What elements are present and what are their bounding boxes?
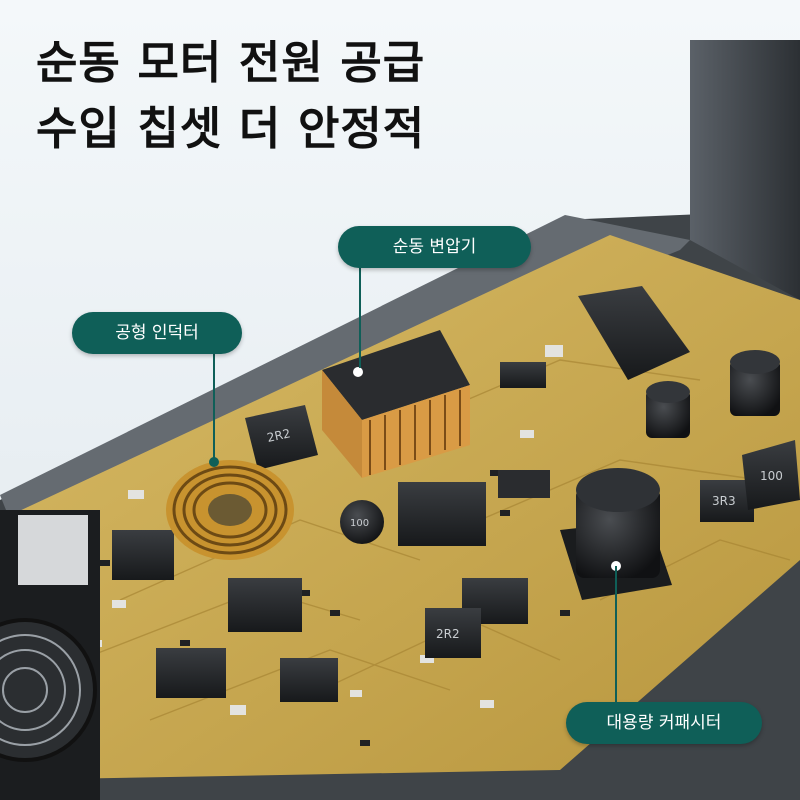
large-capacitor bbox=[560, 468, 672, 600]
marking-3r3: 3R3 bbox=[712, 494, 736, 508]
inductor-2r2-mid: 2R2 bbox=[425, 608, 481, 658]
copper-transformer bbox=[322, 330, 470, 478]
toroid-inductor bbox=[166, 457, 294, 560]
callout-copper-transformer: 순동 변압기 bbox=[338, 226, 531, 268]
headline-line-2: 수입 칩셋 더 안정적 bbox=[36, 102, 426, 155]
marking-100-right: 100 bbox=[760, 469, 783, 483]
marking-2r2-left: 2R2 bbox=[266, 426, 292, 445]
headline: 순동 모터 전원 공급 수입 칩셋 더 안정적 bbox=[36, 30, 425, 162]
capacitor-small-2 bbox=[730, 350, 780, 416]
capacitor-small-1 bbox=[646, 381, 690, 438]
smd-dark-parts bbox=[100, 470, 570, 746]
ic-chips bbox=[112, 286, 690, 702]
inductor-small: 100 bbox=[340, 500, 384, 544]
marking-small-inductor: 100 bbox=[350, 518, 369, 529]
marking-2r2-mid: 2R2 bbox=[436, 627, 460, 641]
inductor-3r3: 3R3 bbox=[700, 480, 754, 522]
callout-large-capacitor: 대용량 커패시터 bbox=[566, 702, 762, 744]
callout-toroid-inductor: 공형 인덕터 bbox=[72, 312, 242, 354]
callout-lines bbox=[213, 268, 617, 702]
inductor-100-right: 100 bbox=[742, 440, 800, 510]
cooling-fan bbox=[0, 510, 100, 800]
headline-line-1: 순동 모터 전원 공급 bbox=[36, 36, 426, 89]
inductor-2r2-left: 2R2 bbox=[245, 405, 318, 470]
